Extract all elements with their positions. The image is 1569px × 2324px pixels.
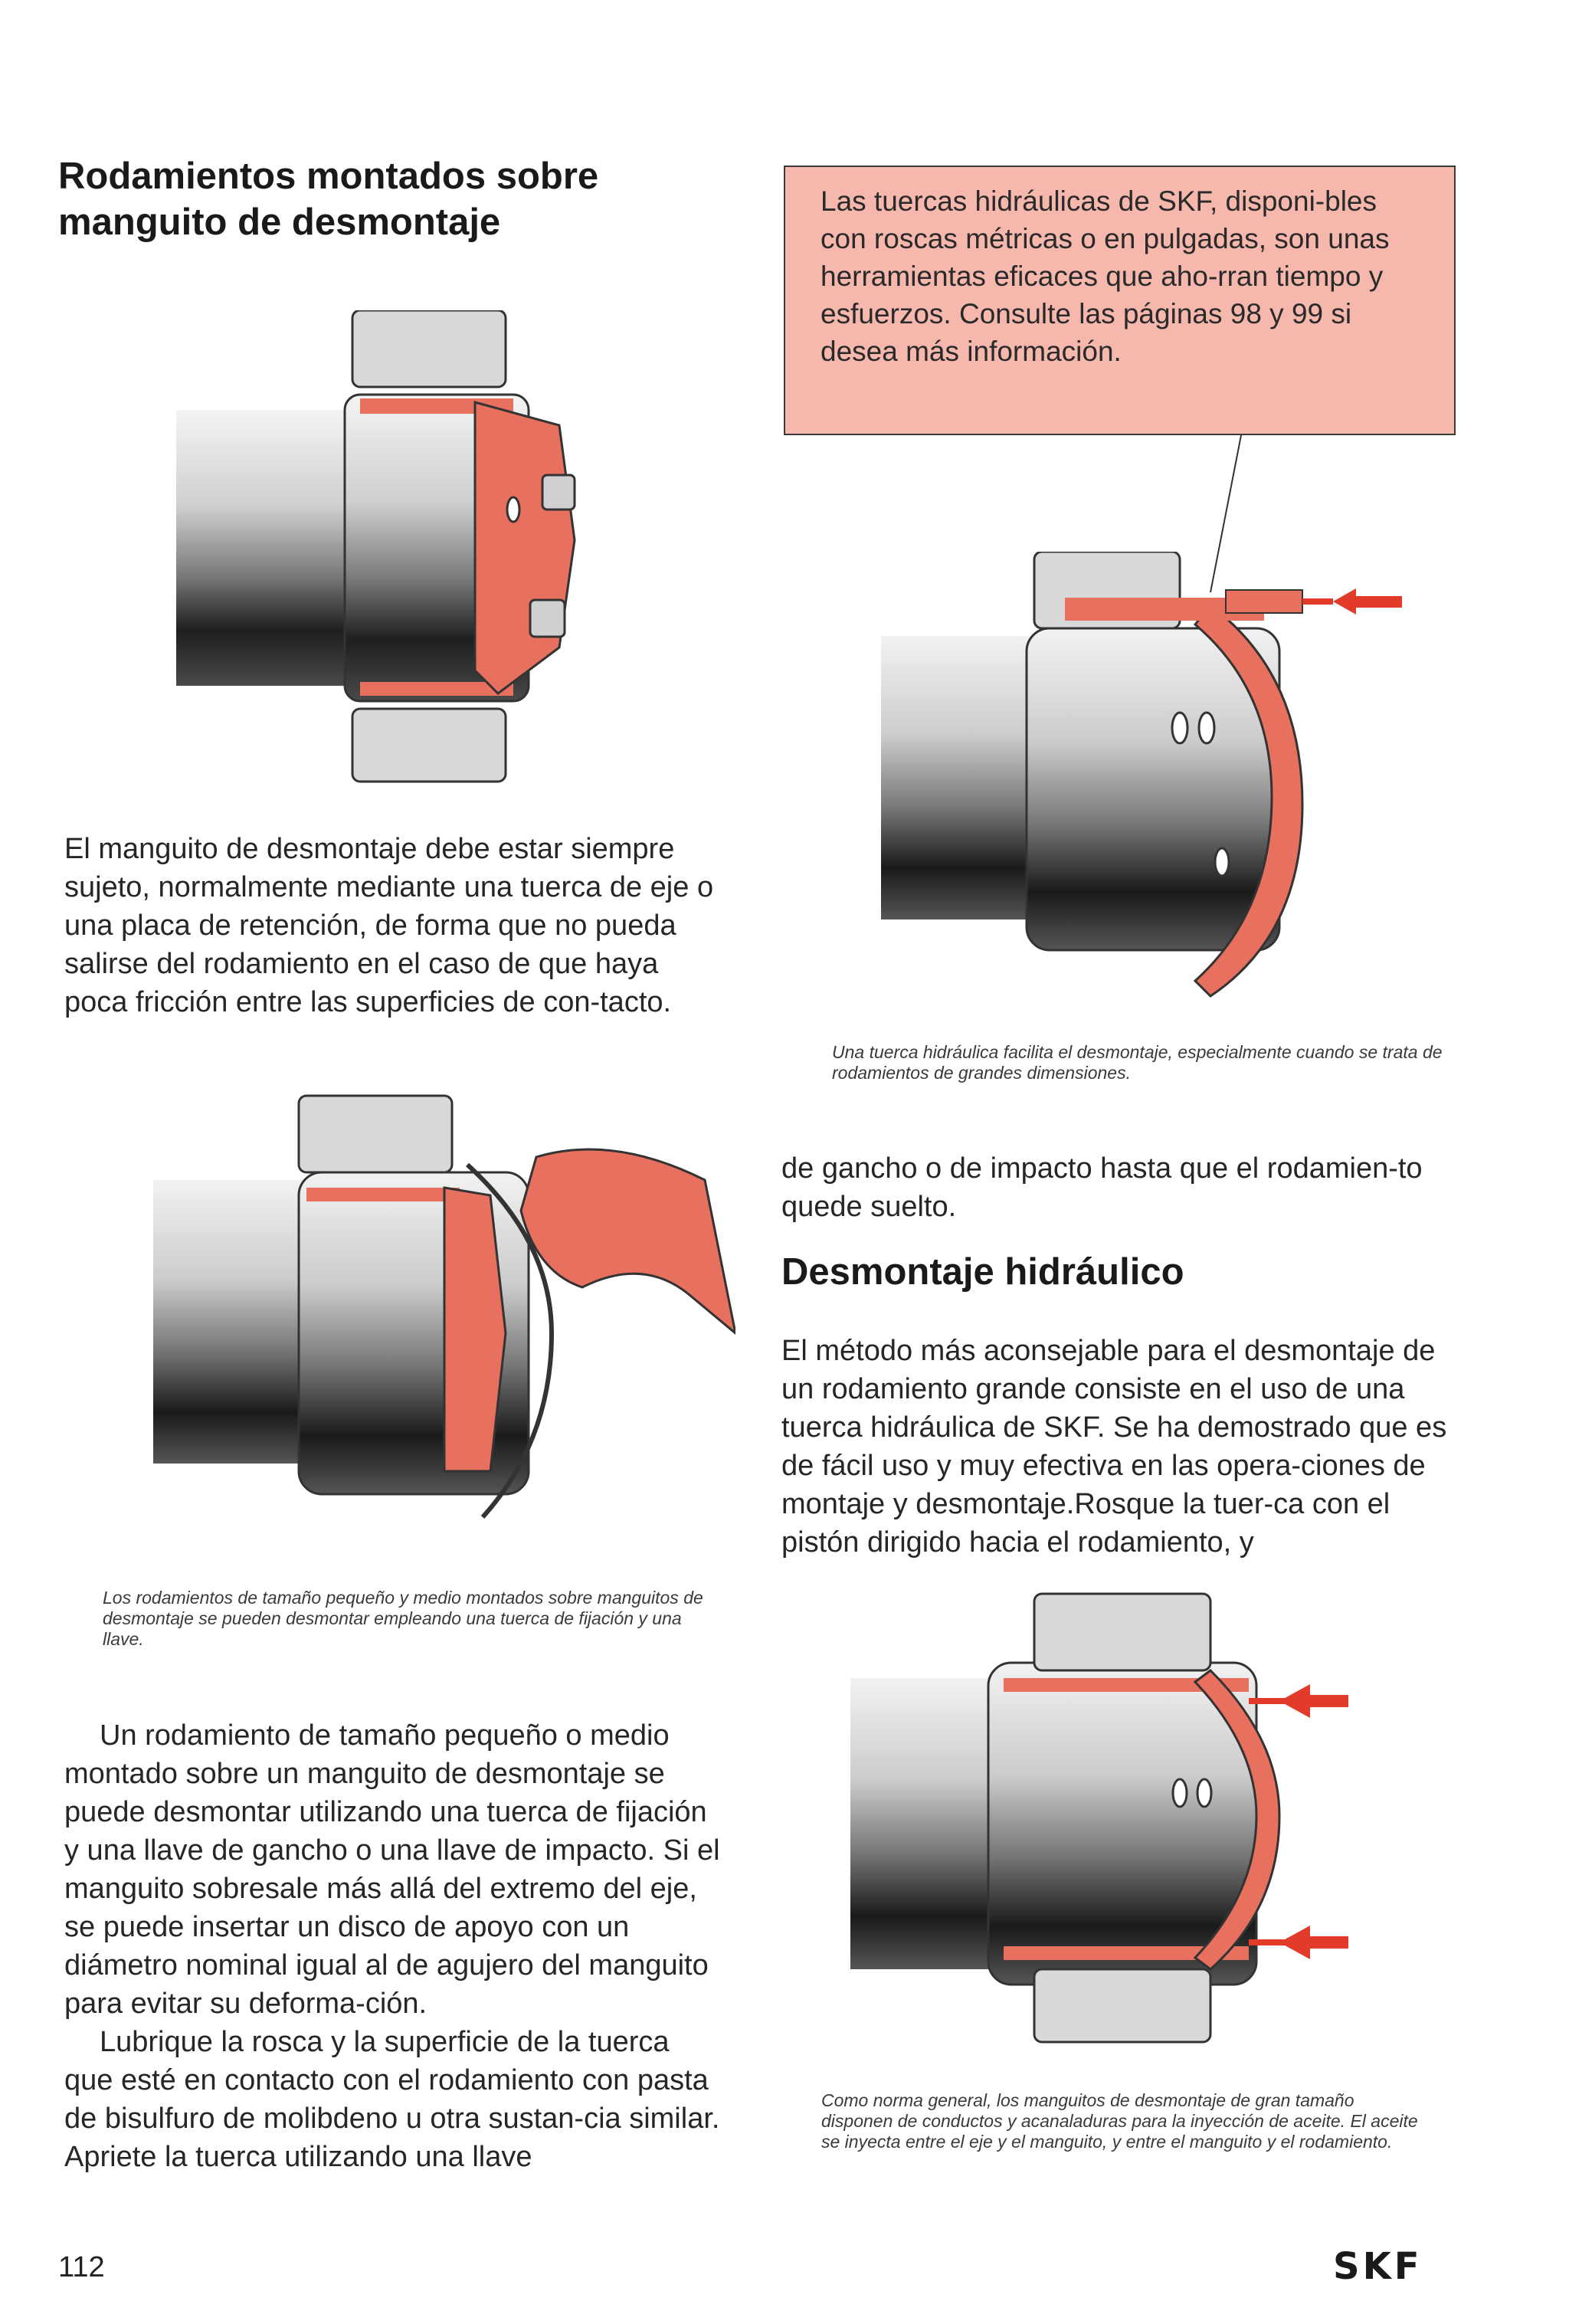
paragraph-sleeve-secured: El manguito de desmontaje debe estar sie… [64, 830, 723, 1021]
paragraph-continuation: de gancho o de impacto hasta que el roda… [781, 1149, 1456, 1226]
paragraph-hydraulic-method: El método más aconsejable para el desmon… [781, 1332, 1456, 1562]
paragraph-lubricate-text: Lubrique la rosca y la superficie de la … [64, 2026, 720, 2173]
section-heading-hydraulic-removal: Desmontaje hidráulico [781, 1251, 1184, 1293]
paragraph-sleeve-secured-text: El manguito de desmontaje debe estar sie… [64, 833, 714, 1018]
caption-oil-injection: Como norma general, los manguitos de des… [821, 2090, 1418, 2152]
caption-small-medium-bearings: Los rodamientos de tamaño pequeño y medi… [103, 1588, 703, 1649]
paragraph-continuation-text: de gancho o de impacto hasta que el roda… [781, 1152, 1423, 1223]
brand-logo-skf: SKF [1333, 2245, 1423, 2288]
figure-lock-plate-bearing [176, 310, 605, 785]
paragraph-small-medium-text: Un rodamiento de tamaño pequeño o medio … [64, 1719, 720, 2020]
callout-leader-line [1210, 435, 1242, 593]
figure-hydraulic-nut [873, 552, 1425, 1011]
figure-oil-injection [850, 1586, 1387, 2046]
paragraph-small-medium-removal: Un rodamiento de tamaño pequeño o medio … [64, 1716, 723, 2176]
paragraph-hydraulic-text: El método más aconsejable para el desmon… [781, 1335, 1447, 1559]
callout-box-hydraulic-nuts: Las tuercas hidráulicas de SKF, disponi-… [784, 166, 1456, 435]
figure-nut-and-wrench [153, 1088, 735, 1563]
page-number: 112 [58, 2251, 105, 2283]
caption-hydraulic-nut: Una tuerca hidráulica facilita el desmon… [832, 1042, 1443, 1083]
section-heading-sleeve-mounted: Rodamientos montados sobre manguito de d… [58, 156, 599, 243]
